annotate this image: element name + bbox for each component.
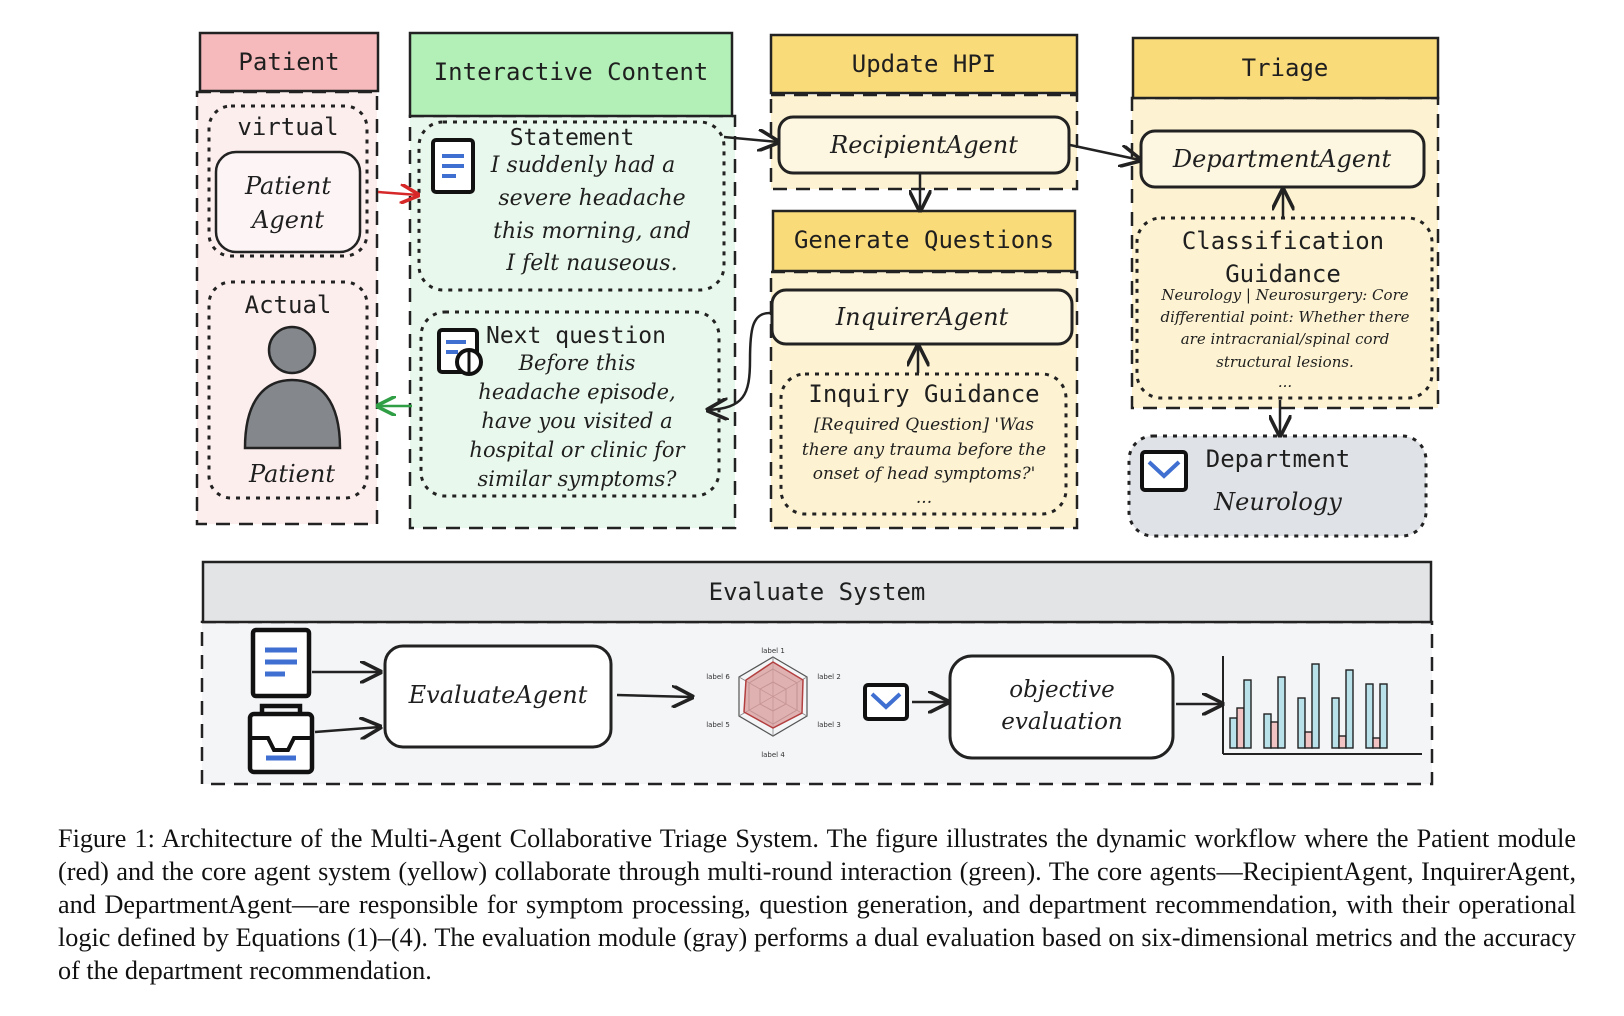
generate-header: Generate Questions xyxy=(794,226,1054,254)
mail-icon xyxy=(1140,450,1188,492)
patient-header: Patient xyxy=(238,48,339,76)
evaluate-header-box xyxy=(201,560,1433,624)
evaluate-module: Evaluate System EvaluateAgent label 1 xyxy=(200,560,1434,786)
classification-line-1: Neurology | Neurosurgery: Core xyxy=(1160,286,1408,304)
radar-label-5: label 5 xyxy=(706,721,730,729)
radar-label-2: label 2 xyxy=(817,673,841,681)
virtual-label: virtual xyxy=(237,113,338,141)
arrow-inquirer-to-question xyxy=(708,311,772,410)
patient-header-box xyxy=(198,31,380,93)
inquiry-guidance-title: Inquiry Guidance xyxy=(808,380,1039,408)
evaluate-agent: EvaluateAgent xyxy=(408,681,588,709)
statement-line-4: I felt nauseous. xyxy=(505,251,677,276)
recipient-agent: RecipientAgent xyxy=(829,131,1018,159)
inquiry-guidance-line-1: [Required Question] 'Was xyxy=(814,415,1034,435)
classification-line-4: structural lesions. xyxy=(1216,353,1354,371)
classification-title-2: Guidance xyxy=(1225,260,1341,288)
triage-header-box xyxy=(1131,36,1440,100)
radar-label-1: label 1 xyxy=(761,647,785,655)
hpi-module: Update HPI RecipientAgent Generate Quest… xyxy=(769,33,1079,530)
evaluate-header: Evaluate System xyxy=(709,578,926,606)
objective-line-1: objective xyxy=(1009,677,1114,703)
hpi-header-box xyxy=(769,33,1079,95)
department-value: Neurology xyxy=(1213,488,1342,516)
interactive-header: Interactive Content xyxy=(434,58,709,86)
question-line-1: Before this xyxy=(518,351,636,375)
classification-line-3: are intracranial/spinal cord xyxy=(1181,330,1390,348)
person-icon xyxy=(243,325,342,450)
actual-patient-name: Patient xyxy=(248,460,335,488)
triage-header: Triage xyxy=(1242,54,1329,82)
department-label: Department xyxy=(1206,445,1351,473)
patient-module: Patient virtual Patient Agent Actual Pat… xyxy=(195,31,380,526)
triage-module: Triage DepartmentAgent Classification Gu… xyxy=(1127,36,1440,538)
document-icon xyxy=(431,138,475,194)
interactive-module: Interactive Content Statement I suddenly… xyxy=(408,31,737,530)
classification-line-2: differential point: Whether there xyxy=(1161,308,1410,326)
question-title: Next question xyxy=(486,323,666,349)
figure-caption: Figure 1: Architecture of the Multi-Agen… xyxy=(58,824,1576,985)
evaluate-document-icon xyxy=(250,627,312,699)
radar-chart-icon: label 1 label 2 label 3 label 4 label 5 … xyxy=(706,647,841,759)
document-search-icon xyxy=(437,328,483,376)
statement-title: Statement xyxy=(510,125,635,151)
inquiry-guidance-line-4: ... xyxy=(916,488,932,508)
hpi-header: Update HPI xyxy=(852,50,997,78)
statement-line-3: this morning, and xyxy=(493,219,691,244)
department-result-box xyxy=(1127,434,1428,538)
virtual-group xyxy=(207,104,369,258)
question-line-4: hospital or clinic for xyxy=(469,438,686,462)
arrow-patientagent-to-statement xyxy=(377,192,418,195)
statement-group xyxy=(417,120,726,292)
question-line-5: similar symptoms? xyxy=(477,467,677,491)
interactive-header-box xyxy=(408,31,734,118)
inbox-icon xyxy=(247,703,315,775)
inquiry-guidance-group xyxy=(779,372,1068,516)
flow-arrows xyxy=(378,137,1283,435)
objective-line-2: evaluation xyxy=(1001,709,1122,735)
bar-chart-icon xyxy=(1222,656,1422,755)
triage-architecture-diagram: Patient virtual Patient Agent Actual Pat… xyxy=(195,31,1440,786)
actual-label: Actual xyxy=(245,291,332,319)
objective-evaluation-box xyxy=(948,654,1175,760)
arrow-statement-to-recipient xyxy=(723,137,778,142)
classification-line-5: ... xyxy=(1278,373,1292,391)
radar-label-4: label 4 xyxy=(761,751,785,759)
arrow-evaluate-to-radar xyxy=(616,695,692,697)
patient-agent-line2: Agent xyxy=(250,206,324,234)
question-line-3: have you visited a xyxy=(481,409,672,433)
arrow-inbox-to-evaluate xyxy=(314,727,380,732)
department-agent: DepartmentAgent xyxy=(1172,145,1392,173)
classification-group xyxy=(1135,216,1434,400)
radar-label-6: label 6 xyxy=(706,673,730,681)
statement-line-2: severe headache xyxy=(498,186,685,211)
evaluate-agent-box xyxy=(383,644,613,749)
question-line-2: headache episode, xyxy=(478,380,675,404)
inquirer-agent: InquirerAgent xyxy=(835,303,1009,331)
patient-agent-line1: Patient xyxy=(244,172,331,200)
actual-group xyxy=(207,280,369,500)
statement-line-1: I suddenly had a xyxy=(490,153,675,178)
classification-title-1: Classification xyxy=(1182,227,1384,255)
evaluate-mail-icon xyxy=(863,683,909,721)
generate-header-box xyxy=(771,209,1077,273)
inquiry-guidance-line-3: onset of head symptoms?' xyxy=(813,464,1036,484)
patient-agent-box xyxy=(214,150,362,254)
arrow-recipient-to-department xyxy=(1069,143,1140,160)
inquiry-guidance-line-2: there any trauma before the xyxy=(802,440,1046,460)
radar-label-3: label 3 xyxy=(817,721,841,729)
